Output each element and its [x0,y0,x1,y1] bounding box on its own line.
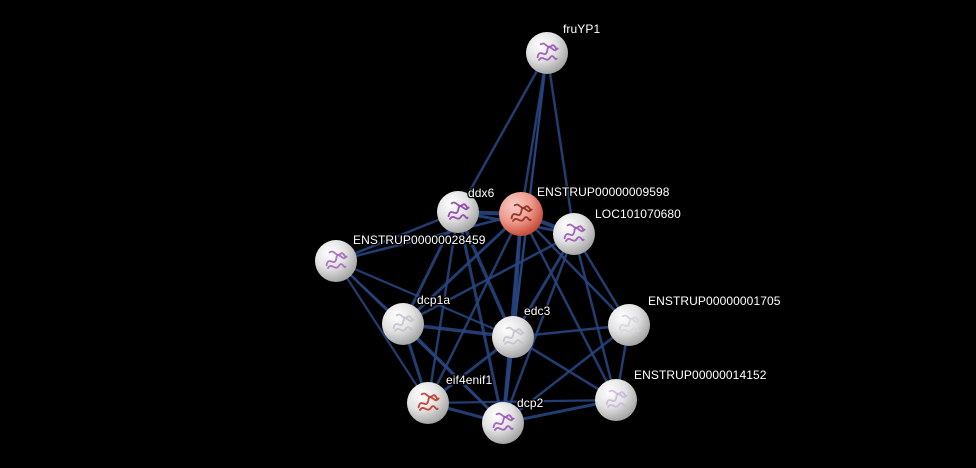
protein-structure-icon [510,207,532,220]
node-dcp2[interactable] [482,402,524,444]
protein-structure-icon [563,227,585,240]
edge-ENSTRUP00000028459-ddx6[interactable] [334,210,460,263]
edge-ENSTRUP00000028459-edc3[interactable] [334,259,515,339]
protein-structure-icon [395,313,415,321]
node-label-ddx6: ddx6 [468,186,495,200]
node-LOC101070680[interactable] [553,213,595,255]
node-fruYP1[interactable] [526,32,568,74]
protein-structure-icon [417,396,439,409]
node-ENSTRUP00000009598[interactable] [499,192,543,236]
node-label-dcp2: dcp2 [517,396,544,410]
edge-LOC101070680-dcp1a[interactable] [401,232,576,326]
protein-structure-icon [449,214,469,220]
edge-ddx6-eif4enif1[interactable] [426,210,460,405]
protein-structure-icon [419,405,439,411]
protein-structure-icon [495,412,515,420]
protein-structure-icon [392,317,414,330]
node-edc3[interactable] [492,316,534,358]
protein-structure-icon [420,392,440,400]
protein-structure-icon [512,216,532,222]
edge-fruYP1-ddx6[interactable] [456,51,549,214]
node-eif4enif1[interactable] [407,382,449,424]
protein-structure-icon [504,339,524,345]
edge-ENSTRUP00000009598-ENSTRUP00000001705[interactable] [519,212,631,327]
edge-ddx6-edc3[interactable] [456,210,515,339]
protein-structure-icon [325,254,347,267]
edge-ENSTRUP00000009598-ENSTRUP00000014152[interactable] [519,212,618,402]
node-ENSTRUP00000014152[interactable] [595,379,637,421]
edge-LOC101070680-dcp2[interactable] [501,232,576,425]
protein-structure-icon [492,416,514,429]
node-ENSTRUP00000028459[interactable] [315,240,357,282]
protein-structure-icon [494,425,514,431]
edge-ddx6-dcp2[interactable] [456,210,505,425]
protein-structure-icon [505,326,525,334]
edge-eif4enif1-ENSTRUP00000014152[interactable] [426,398,618,405]
protein-structure-icon [608,389,628,397]
edge-ENSTRUP00000028459-eif4enif1[interactable] [334,259,430,405]
protein-structure-icon [502,330,524,343]
node-label-ENSTRUP00000009598: ENSTRUP00000009598 [537,185,670,199]
labels-layer: fruYP1 ddx6 ENSTRUP00000009598LOC101070680… [352,21,782,412]
protein-structure-icon [536,46,558,59]
node-label-ENSTRUP00000014152: ENSTRUP00000014152 [634,368,767,382]
edge-ENSTRUP00000028459-ENSTRUP00000009598[interactable] [334,212,523,263]
edge-dcp1a-dcp2[interactable] [401,322,505,425]
protein-structure-icon [513,203,533,211]
protein-structure-icon [618,318,640,331]
node-label-eif4enif1: eif4enif1 [446,373,492,387]
protein-structure-icon [621,314,641,322]
node-label-edc3: edc3 [524,304,551,318]
node-label-ENSTRUP00000028459: ENSTRUP00000028459 [353,233,486,247]
node-label-ENSTRUP00000001705: ENSTRUP00000001705 [648,294,781,308]
node-dcp1a[interactable] [382,303,424,345]
node-ddx6[interactable] [437,191,479,233]
protein-structure-icon [327,263,347,269]
protein-structure-icon [566,223,586,231]
edge-LOC101070680-ENSTRUP00000014152[interactable] [572,232,618,402]
protein-structure-icon [538,55,558,61]
edge-dcp2-ENSTRUP00000001705[interactable] [501,323,631,425]
protein-structure-icon [605,393,627,406]
protein-structure-icon [447,205,469,218]
node-label-fruYP1: fruYP1 [563,22,601,36]
edge-ENSTRUP00000009598-eif4enif1[interactable] [426,212,523,405]
protein-structure-icon [607,402,627,408]
protein-structure-icon [565,236,585,242]
edge-fruYP1-ENSTRUP00000009598[interactable] [519,51,549,216]
protein-structure-icon [539,42,559,50]
node-ENSTRUP00000001705[interactable] [608,304,650,346]
protein-structure-icon [328,250,348,258]
node-label-dcp1a: dcp1a [417,293,450,307]
node-label-LOC101070680: LOC101070680 [595,207,681,221]
protein-structure-icon [620,327,640,333]
nodes-layer [315,32,650,444]
protein-structure-icon [450,201,470,209]
protein-structure-icon [394,326,414,332]
edge-fruYP1-LOC101070680[interactable] [545,51,576,236]
edge-ENSTRUP00000009598-dcp1a[interactable] [401,212,523,326]
